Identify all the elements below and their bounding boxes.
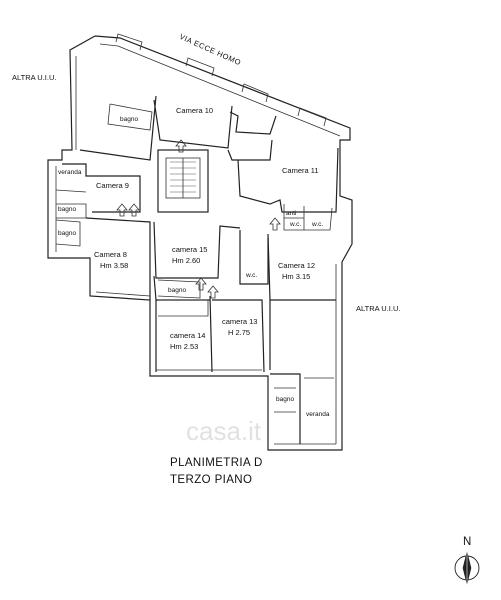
service-anti: anti xyxy=(286,210,296,217)
room-camera-15-height: Hm 2.60 xyxy=(172,256,200,265)
service-veranda-bottom: veranda xyxy=(306,411,330,418)
compass-letter: N xyxy=(463,536,472,548)
compass-icon: N xyxy=(454,536,480,585)
neighbour-left-label: ALTRA U.I.U. xyxy=(12,73,56,82)
neighbour-right-label: ALTRA U.I.U. xyxy=(356,304,400,313)
service-wc-anti: w.c. xyxy=(289,221,301,228)
room-camera-12-height: Hm 3.15 xyxy=(282,272,310,281)
service-wc-center: w.c. xyxy=(245,272,257,279)
room-camera-13-height: H 2.75 xyxy=(228,328,250,337)
outer-walls xyxy=(47,35,353,451)
watermark: casa.it xyxy=(186,416,262,446)
service-wc-right: w.c. xyxy=(311,221,323,228)
interior-walls xyxy=(55,95,339,444)
plan-title-line2: TERZO PIANO xyxy=(170,474,252,486)
room-camera-8-height: Hm 3.58 xyxy=(100,261,128,270)
room-camera-14-height: Hm 2.53 xyxy=(170,342,198,351)
room-camera-13: camera 13 xyxy=(222,317,257,326)
room-camera-10: Camera 10 xyxy=(176,106,213,115)
service-bagno-left-1: bagno xyxy=(58,206,76,213)
room-camera-9: Camera 9 xyxy=(96,181,129,190)
room-camera-11: Camera 11 xyxy=(282,166,319,175)
room-camera-12: Camera 12 xyxy=(278,261,315,270)
street-label: VIA ECCE HOMO xyxy=(178,32,242,67)
room-camera-15: camera 15 xyxy=(172,245,207,254)
service-bagno-bottom: bagno xyxy=(276,396,294,403)
street-balconies xyxy=(115,33,327,127)
service-bagno-left-2: bagno xyxy=(58,230,76,237)
plan-title-line1: PLANIMETRIA D xyxy=(170,457,263,469)
room-camera-14: camera 14 xyxy=(170,331,205,340)
service-bagno-top: bagno xyxy=(120,116,138,123)
entry-arrows xyxy=(116,139,281,299)
room-camera-8: Camera 8 xyxy=(94,250,127,259)
service-bagno-center: bagno xyxy=(168,287,186,294)
service-veranda-left: veranda xyxy=(58,169,82,176)
